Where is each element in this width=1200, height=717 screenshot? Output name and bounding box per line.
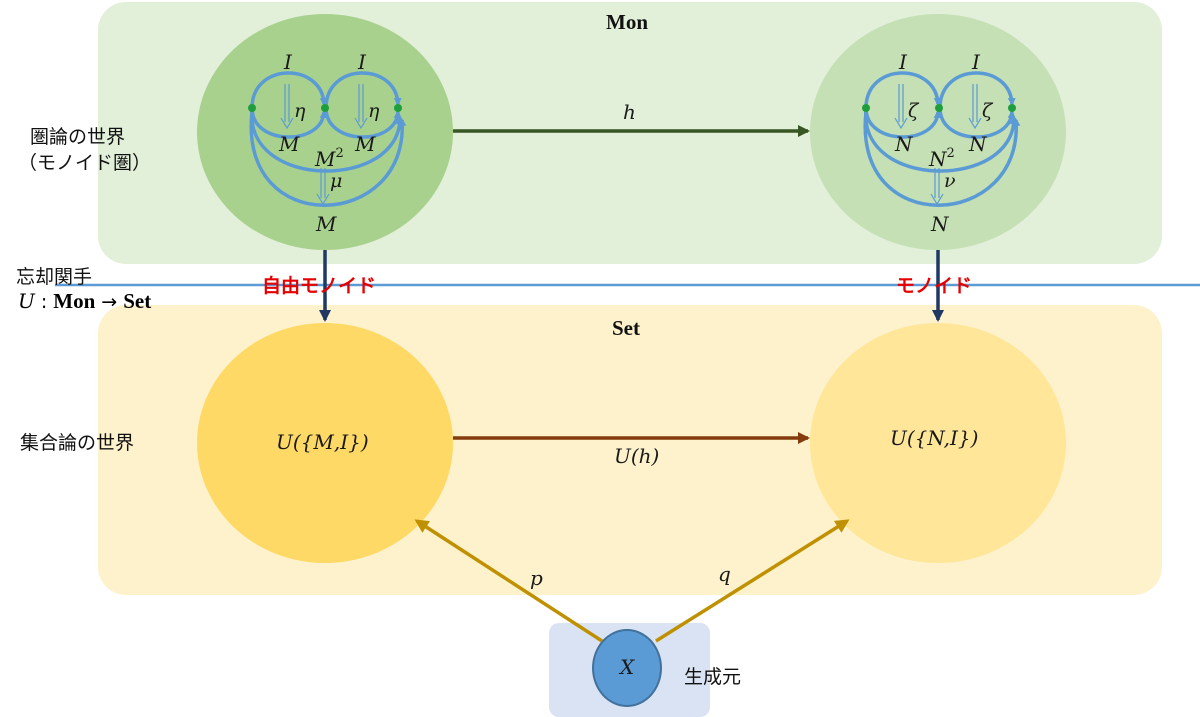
n-unit-right: I [972,50,980,74]
functor-target: Set [123,289,152,313]
set-object-um: U({M,I}) [276,430,369,454]
n-object-bottom: N [931,212,949,236]
m-object-left: M [279,132,300,156]
m-object-right: M [355,132,376,156]
set-object-un: U({N,I}) [890,426,979,450]
m-unit-right: I [358,50,366,74]
functor-name: 忘却関手 [16,266,93,288]
morphism-p-arrow [414,519,603,643]
n-tensor-exponent: 2 [946,146,955,161]
m-object-bottom: M [316,212,337,236]
m-tensor-exponent: 2 [335,146,344,161]
n-multiplication: ν [944,170,956,192]
monoid-n-nodes [862,104,1016,112]
m-tensor-square: M2 [315,146,344,171]
m-eta-right: η [368,100,380,122]
morphism-p-label: p [530,566,543,590]
n-zeta-right: ζ [982,100,993,122]
generator-symbol: X [620,655,635,679]
morphism-q-arrow [655,519,850,643]
n-object-left: N [895,132,913,156]
m-tensor-base: M [315,147,336,171]
monoid-n-loops [863,71,1021,207]
n-zeta-left: ζ [908,100,919,122]
monoid-n-2cells [894,84,982,206]
m-multiplication: μ [330,170,343,192]
set-category-title: Set [612,316,640,340]
set-world-label: 集合論の世界 [20,432,135,454]
monoid-n-circle [810,14,1066,250]
m-eta-left: η [294,100,306,122]
set-un-circle [810,323,1066,563]
functor-source: Mon [53,289,96,313]
morphism-uh-label: U(h) [614,444,660,468]
mon-category-title: Mon [606,10,648,34]
functor-symbol: U [18,289,35,313]
m-unit-left: I [284,50,292,74]
morphism-q-label: q [718,562,731,586]
morphism-h-label: h [623,100,636,124]
monoid-label: モノイド [896,275,973,297]
functor-arrow-glyph: → [101,291,118,313]
functor-signature: U: Mon → Set [18,289,151,314]
functor-colon: : [40,291,48,313]
generator-label: 生成元 [684,666,742,688]
set-um-circle [197,323,453,563]
monoid-m-nodes [248,104,402,112]
n-tensor-base: N [929,147,947,171]
generator-x-circle [592,629,662,707]
monoid-m-circle [197,14,453,250]
monoid-m-2cells [280,84,368,206]
monoid-m-loops [249,71,407,207]
free-monoid-label: 自由モノイド [262,275,377,297]
n-tensor-square: N2 [929,146,955,171]
mon-world-sublabel: （モノイド圏） [18,152,152,174]
n-unit-left: I [899,50,907,74]
mon-world-label: 圏論の世界 [30,126,126,148]
n-object-right: N [969,132,987,156]
